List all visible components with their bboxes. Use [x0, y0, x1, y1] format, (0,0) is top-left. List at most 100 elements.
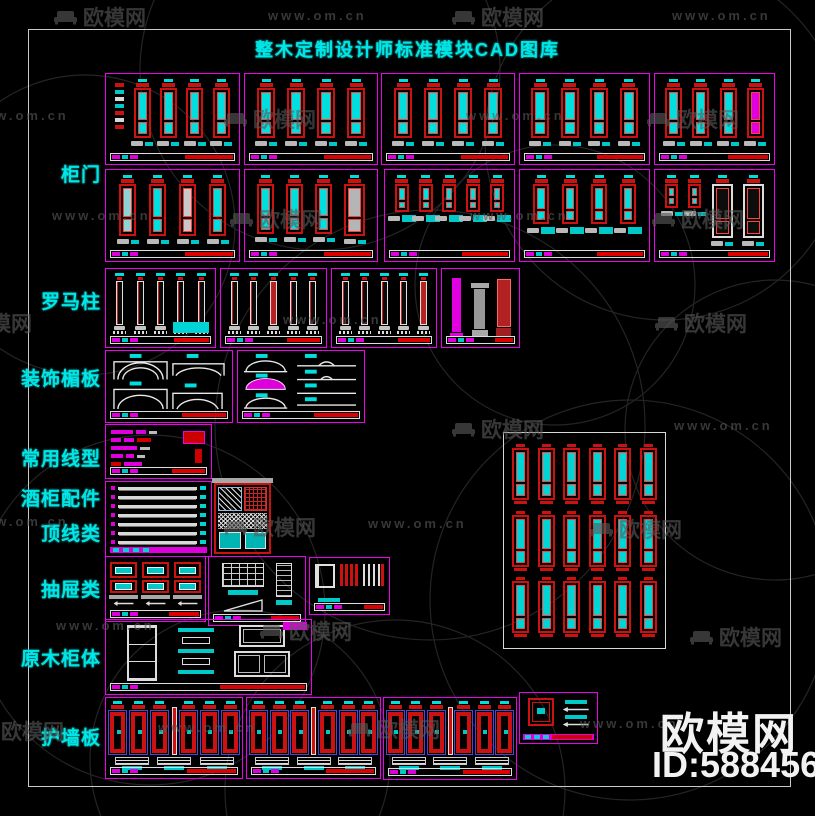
- line-profiles[interactable]: [105, 424, 212, 479]
- solid-wood-cabinet[interactable]: [105, 619, 312, 695]
- dimension-bar: [225, 336, 322, 344]
- cabinet-elevations: [106, 620, 311, 681]
- wall-panel-door: [129, 701, 149, 755]
- hardware-detail: [116, 239, 139, 244]
- drawer-row: [106, 557, 205, 606]
- cabinet-doors-b[interactable]: [244, 73, 378, 165]
- grid-panel-drawing: [221, 563, 264, 587]
- hardware-detail: [345, 141, 367, 146]
- dimension-bar: [110, 467, 207, 475]
- dimension-bar: [446, 336, 515, 344]
- cyan-tick: [319, 175, 328, 178]
- door-cap: [721, 83, 735, 87]
- cyan-tick: [321, 79, 331, 82]
- cabinet-doors-f[interactable]: [105, 169, 240, 262]
- dimension-bar: [110, 336, 211, 344]
- wall-panel-door: [495, 701, 515, 755]
- pelmet-arches-b[interactable]: [237, 350, 365, 423]
- wall-panel-door: [269, 701, 289, 755]
- cyan-tick: [216, 79, 226, 82]
- hardware-detail: [312, 237, 335, 242]
- cabinet-door-drawing: [614, 175, 642, 234]
- cabinet-doors-g[interactable]: [244, 169, 378, 262]
- category-label-decorative-pelmet: 装饰楣板: [20, 369, 101, 390]
- cyan-tick: [261, 79, 271, 82]
- cabinet-door-drawing: [639, 577, 657, 638]
- red-sample-block: [183, 431, 205, 444]
- door-grid-rows: [504, 433, 665, 648]
- cyan-tick: [669, 79, 679, 82]
- roman-columns-c[interactable]: [331, 268, 437, 348]
- wall-panel-door: [426, 701, 446, 755]
- cabinet-doors-h[interactable]: [384, 169, 515, 262]
- door-row: [245, 170, 377, 244]
- drawers-b[interactable]: [208, 556, 306, 626]
- cabinet-doors-c[interactable]: [381, 73, 515, 165]
- column-row: [221, 269, 326, 334]
- dimension-bar: [110, 411, 228, 419]
- roman-columns-b[interactable]: [220, 268, 327, 348]
- hardware-detail: [742, 241, 765, 246]
- cabinet-door-drawing: [482, 79, 504, 146]
- cabinet-door-drawing: [176, 175, 199, 244]
- hardware-detail: [689, 141, 712, 146]
- cabinet-door-drawing: [558, 79, 581, 146]
- door-cap: [688, 179, 702, 183]
- wall-panel-door: [248, 701, 268, 755]
- cabinet-door-drawing: [206, 175, 229, 244]
- door-row: [655, 74, 774, 146]
- wall-panels-d[interactable]: [519, 692, 598, 744]
- hardware-detail: [131, 141, 154, 146]
- door-grid[interactable]: [503, 432, 666, 649]
- cabinet-doors-d[interactable]: [519, 73, 650, 165]
- hardware-detail: [210, 141, 233, 146]
- wall-panels-c[interactable]: [383, 697, 517, 780]
- cabinet-door-drawing: [744, 79, 767, 146]
- dimension-bar: [242, 411, 360, 419]
- linetype-samples: [106, 425, 211, 466]
- hardware-detail: [387, 215, 416, 222]
- cabinet-door-drawing: [483, 175, 512, 222]
- cabinet-doors-i[interactable]: [519, 169, 650, 262]
- door-cap: [419, 179, 433, 183]
- cyan-tick: [536, 175, 546, 178]
- drawers-a[interactable]: [105, 556, 206, 622]
- cabinet-door-drawing: [392, 79, 414, 146]
- dimension-bar: [524, 153, 645, 161]
- drawer-hardware-drawings: [310, 558, 389, 588]
- drawers-c[interactable]: [309, 557, 390, 615]
- cabinet-doors-a[interactable]: [105, 73, 240, 165]
- cyan-tick: [290, 175, 299, 178]
- pelmet-arches-a[interactable]: [105, 350, 233, 423]
- dimension-bar: [386, 153, 510, 161]
- red-sample-bar: [195, 449, 202, 463]
- wall-panels-b[interactable]: [246, 697, 381, 779]
- wall-panel-door: [385, 701, 405, 755]
- wine-cabinet-elevation: [212, 478, 273, 554]
- wine-cabinet[interactable]: [212, 478, 273, 554]
- hardware-detail: [614, 227, 642, 234]
- cyan-tick: [594, 175, 604, 178]
- cyan-tick: [137, 79, 147, 82]
- cabinet-door-drawing: [131, 79, 154, 146]
- bracket-drawing: [315, 564, 335, 588]
- roman-columns-a[interactable]: [105, 268, 216, 348]
- cabinet-door-drawing: [614, 577, 632, 638]
- cabinet-door-drawing: [146, 175, 169, 244]
- cabinet-door-drawing: [422, 79, 444, 146]
- roman-column-drawing: [227, 273, 241, 334]
- red-column-drawing: [496, 279, 512, 337]
- cabinet-doors-j[interactable]: [654, 169, 775, 262]
- roman-column-drawing: [247, 273, 261, 334]
- tall-cabinet-drawing: [126, 625, 157, 681]
- dimension-bar: [388, 768, 512, 776]
- roman-columns-large[interactable]: [441, 268, 520, 348]
- frame-drawing: [239, 625, 286, 647]
- cabinet-door-drawing: [283, 175, 306, 242]
- wall-panels-a[interactable]: [105, 697, 243, 779]
- moulding-profiles[interactable]: [105, 481, 212, 557]
- hardware-detail: [343, 239, 366, 244]
- pilaster-divider: [311, 707, 316, 755]
- cyan-tick: [748, 175, 758, 178]
- cabinet-doors-e[interactable]: [654, 73, 775, 165]
